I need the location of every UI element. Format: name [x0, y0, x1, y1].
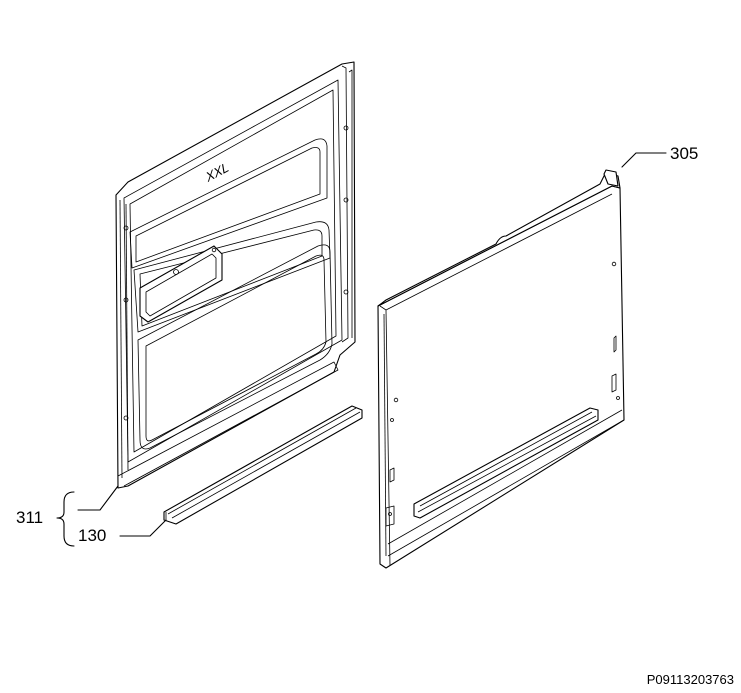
- outer-door-panel: [377, 169, 625, 569]
- callout-label-130: 130: [78, 526, 106, 545]
- callout-130: 130: [78, 519, 167, 545]
- seal-strip-130: [163, 405, 363, 525]
- callout-label-311: 311: [16, 508, 43, 527]
- brace-311: [56, 491, 75, 547]
- callout-311: 311: [16, 491, 75, 547]
- leader-311: [77, 485, 119, 511]
- callout-label-305: 305: [670, 144, 698, 163]
- reference-code: P09113203763: [647, 672, 734, 687]
- inner-door-panel: XXL: [115, 61, 356, 489]
- callout-305: 305: [621, 144, 698, 168]
